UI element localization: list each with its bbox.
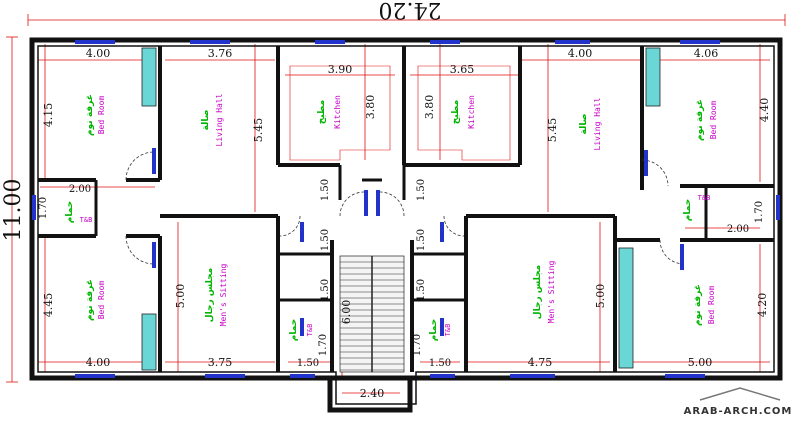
wc-l-en: T&B [306,324,314,337]
kitchen-l-ar: مطبخ [317,100,327,125]
bed-tr-ar: غرفة نوم [695,99,705,141]
bed-bl-ar: غرفة نوم [85,279,95,321]
bed-br-h: 4.20 [756,293,769,318]
watermark-text: ARAB-ARCH.COM [684,406,793,417]
sitting-l-h: 5.00 [174,284,187,309]
kitchen-l-h: 3.80 [364,95,377,120]
kitchen-r-en: Kitchen [467,95,476,129]
bed-bl-h: 4.45 [42,293,55,318]
kitchen-r-w: 3.65 [450,63,475,76]
door-leaves [152,148,684,336]
core-dim-4: 1.50 [416,179,427,201]
wc-l-ar: حمام [289,319,299,342]
bath-r-w: 2.00 [727,224,749,235]
wc-l-w: 1.50 [297,358,319,369]
wardrobes [141,47,661,371]
core-dim-3: 1.50 [320,279,331,301]
bath-l-ar: حمام [65,201,75,224]
core-dim-6: 1.50 [416,279,427,301]
sitting-l-ar: مجلس رجال [205,268,215,322]
core-dim-2: 1.50 [320,229,331,251]
bed-bl-w: 4.00 [86,356,111,369]
core-dim-5: 1.50 [416,229,427,251]
kitchen-r-ar: مطبخ [451,100,461,125]
bath-r-ar: حمام [683,199,693,222]
bed-tr-w: 4.06 [694,47,719,60]
living-l-h: 5.45 [252,118,265,143]
kitchen-r-h: 3.80 [423,95,436,120]
wc-l-h: 1.70 [318,334,329,356]
door-swings [125,151,685,265]
bath-l-h: 1.70 [38,197,49,219]
staircase [339,255,405,373]
kitchen-l-en: Kitchen [333,95,342,129]
core-dim-1: 1.50 [320,179,331,201]
windows [32,40,780,378]
bath-l-w: 2.00 [69,184,91,195]
wc-r-en: T&B [444,324,452,337]
living-r-w: 4.00 [568,47,593,60]
living-l-en: Living Hall [215,93,224,146]
bed-br-en: Bed Room [707,286,716,325]
wc-r-h: 1.70 [412,334,423,356]
sitting-r-en: Men's Sitting [547,261,556,324]
walls [29,37,783,413]
overall-height-label: 11.00 [1,179,26,242]
stair-h: 6.00 [340,300,353,325]
bath-r-en: T&B [698,194,711,202]
living-l-w: 3.76 [208,47,233,60]
wc-r-ar: حمام [429,319,439,342]
house-logo-icon [699,387,781,401]
stair-w: 2.40 [360,387,385,400]
bed-br-w: 5.00 [688,356,713,369]
sitting-r-ar: مجلس رجال [533,265,543,319]
bed-tl-ar: غرفة نوم [85,94,95,136]
watermark: ARAB-ARCH.COM [684,387,793,417]
kitchen-counters [289,65,511,161]
bed-br-ar: غرفة نوم [693,284,703,326]
wc-r-w: 1.50 [429,358,451,369]
bed-tr-h: 4.40 [758,98,771,123]
bed-tl-w: 4.00 [86,47,111,60]
bath-r-h: 1.70 [754,201,765,223]
sitting-l-en: Men's Sitting [219,264,228,327]
kitchen-l-w: 3.90 [328,63,353,76]
bed-tl-h: 4.15 [42,103,55,128]
living-r-ar: صالة [579,114,589,135]
living-l-ar: صالة [201,110,211,131]
sitting-l-w: 3.75 [208,356,233,369]
overall-width-label: 24.20 [379,0,442,22]
bed-bl-en: Bed Room [97,281,106,320]
bed-tl-en: Bed Room [97,96,106,135]
bath-l-en: T&B [80,216,93,224]
sitting-r-h: 5.00 [594,284,607,309]
living-r-en: Living Hall [593,97,602,150]
stair-treads [340,261,404,371]
living-r-h: 5.45 [546,118,559,143]
bed-tr-en: Bed Room [709,101,718,140]
sitting-r-w: 4.75 [528,356,553,369]
